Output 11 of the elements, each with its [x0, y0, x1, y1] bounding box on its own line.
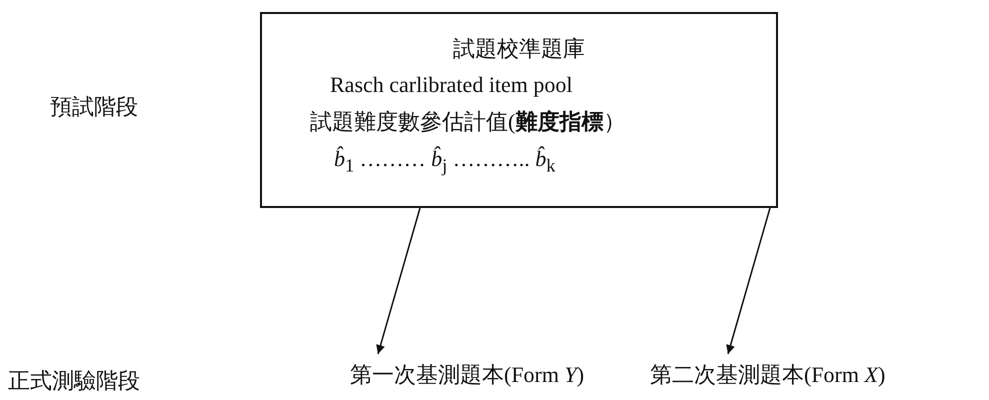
arrow	[376, 208, 421, 354]
box-text: Rasch carlibrated item pool	[330, 72, 573, 98]
stage-label: 正式測驗階段	[8, 368, 140, 394]
stage-label: 預試階段	[50, 94, 138, 120]
form-label: 第二次基測題本(Form X)	[650, 362, 886, 388]
pool-box	[260, 12, 778, 208]
box-title: 試題校準題庫	[452, 36, 586, 62]
formula-text: b̂$_{1}$ ……… b̂$_{j}$ ……….. b̂$_{k}$	[334, 146, 556, 178]
box-text: 試題難度數參估計值(難度指標）	[310, 109, 626, 136]
arrow	[726, 208, 771, 354]
form-label: 第一次基測題本(Form Y)	[350, 362, 584, 388]
